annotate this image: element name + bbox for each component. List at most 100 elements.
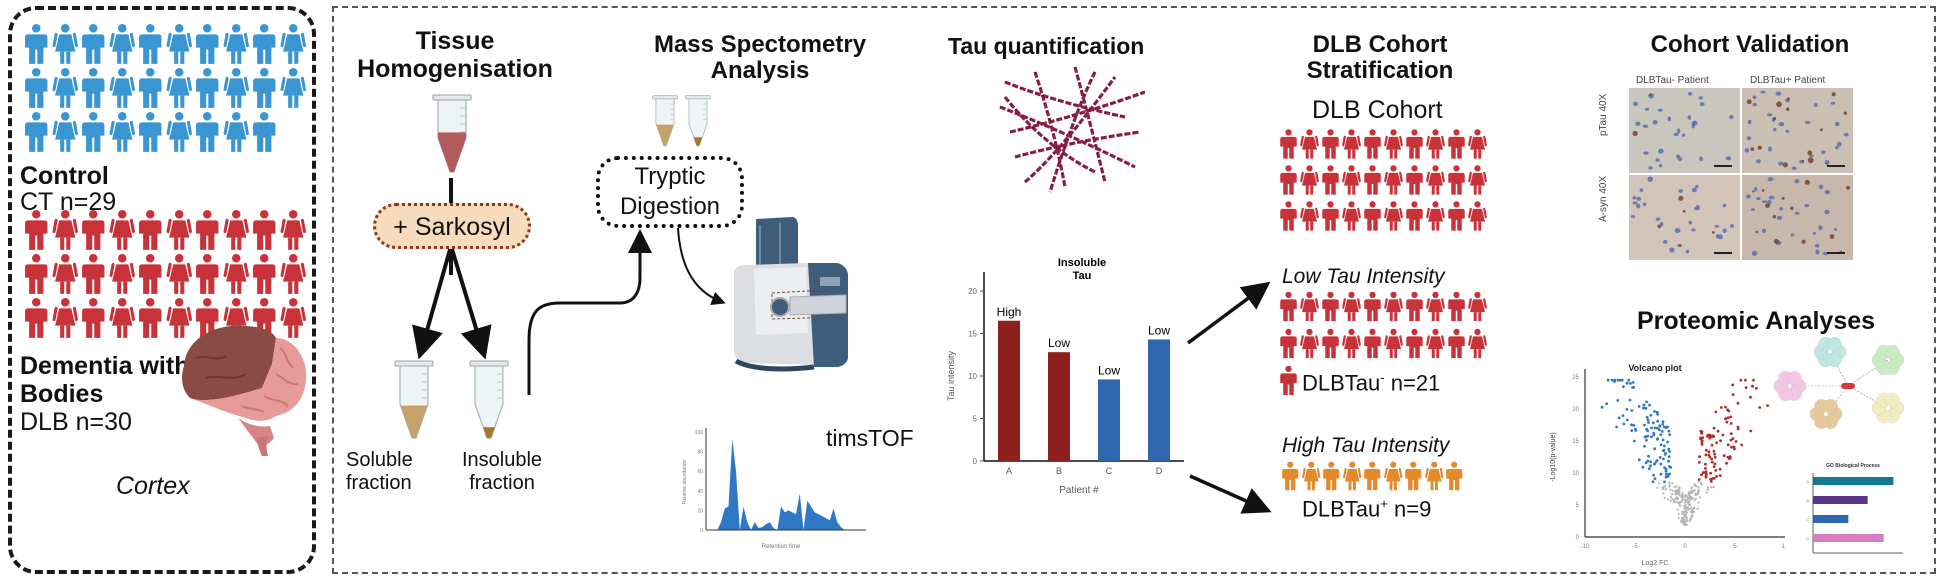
male-person-icon bbox=[1278, 362, 1299, 399]
female-person-icon bbox=[108, 110, 137, 154]
homogenisation-title: Tissue Homogenisation bbox=[340, 27, 570, 83]
volcano-point bbox=[1754, 386, 1758, 390]
bar-chart-title-line1: Insoluble bbox=[1058, 257, 1106, 269]
y-tick-label: 0 bbox=[700, 528, 703, 534]
volcano-point bbox=[1704, 462, 1707, 466]
volcano-point bbox=[1695, 485, 1698, 488]
x-tick-label: 0 bbox=[1683, 544, 1687, 550]
volcano-point bbox=[1625, 408, 1629, 411]
x-axis-label: Retention time bbox=[762, 544, 801, 550]
female-person-icon bbox=[279, 252, 308, 296]
male-person-icon bbox=[136, 296, 165, 340]
volcano-point bbox=[1644, 461, 1648, 465]
female-person-icon bbox=[1425, 162, 1446, 198]
volcano-point bbox=[1661, 422, 1665, 426]
volcano-point bbox=[1709, 471, 1712, 475]
y-tick-label: 15 bbox=[968, 330, 977, 339]
male-person-icon bbox=[193, 208, 222, 252]
volcano-point bbox=[1664, 484, 1667, 488]
soluble-label: Soluble fraction bbox=[346, 449, 413, 495]
insoluble-label-line2: fraction bbox=[469, 472, 535, 494]
male-person-icon bbox=[22, 66, 51, 110]
validation-row2-label: A-syn 40X bbox=[1598, 175, 1609, 222]
female-person-icon bbox=[222, 22, 251, 66]
histology-tile bbox=[1629, 88, 1740, 173]
bar-annotation: Low bbox=[1148, 323, 1170, 337]
volcano-point bbox=[1697, 501, 1700, 504]
volcano-point bbox=[1668, 483, 1671, 487]
volcano-point bbox=[1710, 480, 1713, 483]
male-person-icon bbox=[1280, 458, 1301, 494]
volcano-point bbox=[1731, 437, 1735, 440]
volcano-point bbox=[1690, 486, 1693, 489]
homogenisation-title-line1: Tissue bbox=[415, 27, 495, 55]
volcano-point bbox=[1664, 467, 1668, 471]
volcano-point bbox=[1685, 500, 1688, 503]
female-person-icon bbox=[1467, 288, 1488, 325]
volcano-point bbox=[1667, 459, 1670, 463]
volcano-point bbox=[1699, 437, 1702, 441]
fibril-strand bbox=[1033, 71, 1067, 188]
volcano-point bbox=[1726, 416, 1730, 420]
volcano-point bbox=[1627, 378, 1631, 382]
arrow-to-soluble bbox=[412, 245, 453, 360]
y-tick-label: 0 bbox=[1576, 535, 1580, 541]
validation-title: Cohort Validation bbox=[1650, 31, 1850, 58]
volcano-point bbox=[1659, 433, 1663, 436]
volcano-point bbox=[1719, 439, 1722, 443]
volcano-point bbox=[1681, 510, 1684, 513]
fibril-strand bbox=[1014, 130, 1141, 159]
volcano-point bbox=[1658, 456, 1662, 459]
insoluble-tube-icon bbox=[469, 360, 509, 440]
female-person-icon bbox=[222, 66, 251, 110]
volcano-point bbox=[1610, 378, 1614, 382]
female-person-icon bbox=[1467, 198, 1488, 234]
volcano-point bbox=[1710, 486, 1713, 489]
volcano-point bbox=[1691, 515, 1694, 518]
male-person-icon bbox=[79, 110, 108, 154]
volcano-point bbox=[1646, 429, 1650, 433]
volcano-point bbox=[1663, 497, 1666, 500]
male-person-icon bbox=[1446, 126, 1467, 162]
male-person-icon bbox=[136, 22, 165, 66]
male-person-icon bbox=[1320, 288, 1341, 325]
volcano-point bbox=[1678, 503, 1681, 506]
volcano-point bbox=[1646, 434, 1650, 438]
volcano-point bbox=[1644, 406, 1648, 410]
volcano-point bbox=[1693, 499, 1696, 502]
volcano-plot: Volcano plot0510152025-10-50510-Log10(p-… bbox=[1550, 363, 1785, 567]
volcano-point bbox=[1684, 506, 1687, 509]
volcano-point bbox=[1729, 432, 1733, 435]
male-person-icon bbox=[1444, 458, 1465, 494]
volcano-point bbox=[1676, 508, 1679, 511]
volcano-point bbox=[1730, 445, 1733, 449]
volcano-point bbox=[1676, 489, 1679, 492]
volcano-point bbox=[1645, 438, 1648, 442]
volcano-point bbox=[1676, 497, 1679, 501]
volcano-point bbox=[1641, 465, 1645, 469]
dlb-people-grid bbox=[22, 208, 307, 340]
volcano-point bbox=[1672, 500, 1675, 503]
female-person-icon bbox=[222, 208, 251, 252]
male-person-icon bbox=[1362, 162, 1383, 198]
volcano-point bbox=[1679, 520, 1683, 523]
male-person-icon bbox=[1320, 162, 1341, 198]
volcano-point bbox=[1650, 426, 1653, 430]
volcano-point bbox=[1666, 498, 1669, 501]
high-tau-people-grid bbox=[1280, 458, 1480, 494]
volcano-point bbox=[1665, 426, 1668, 429]
volcano-point bbox=[1698, 455, 1701, 459]
volcano-point bbox=[1683, 498, 1687, 501]
low-tau-heading: Low Tau Intensity bbox=[1282, 265, 1445, 288]
volcano-point bbox=[1689, 496, 1693, 500]
female-person-icon bbox=[1341, 126, 1362, 162]
volcano-point bbox=[1698, 496, 1701, 499]
volcano-point bbox=[1740, 443, 1744, 447]
volcano-point bbox=[1652, 433, 1656, 437]
dlb-count: DLB n=30 bbox=[20, 408, 132, 436]
volcano-point bbox=[1691, 497, 1694, 500]
protein-network-icon bbox=[1773, 336, 1905, 430]
female-person-icon bbox=[1299, 198, 1320, 234]
insoluble-label: Insoluble fraction bbox=[462, 449, 542, 495]
